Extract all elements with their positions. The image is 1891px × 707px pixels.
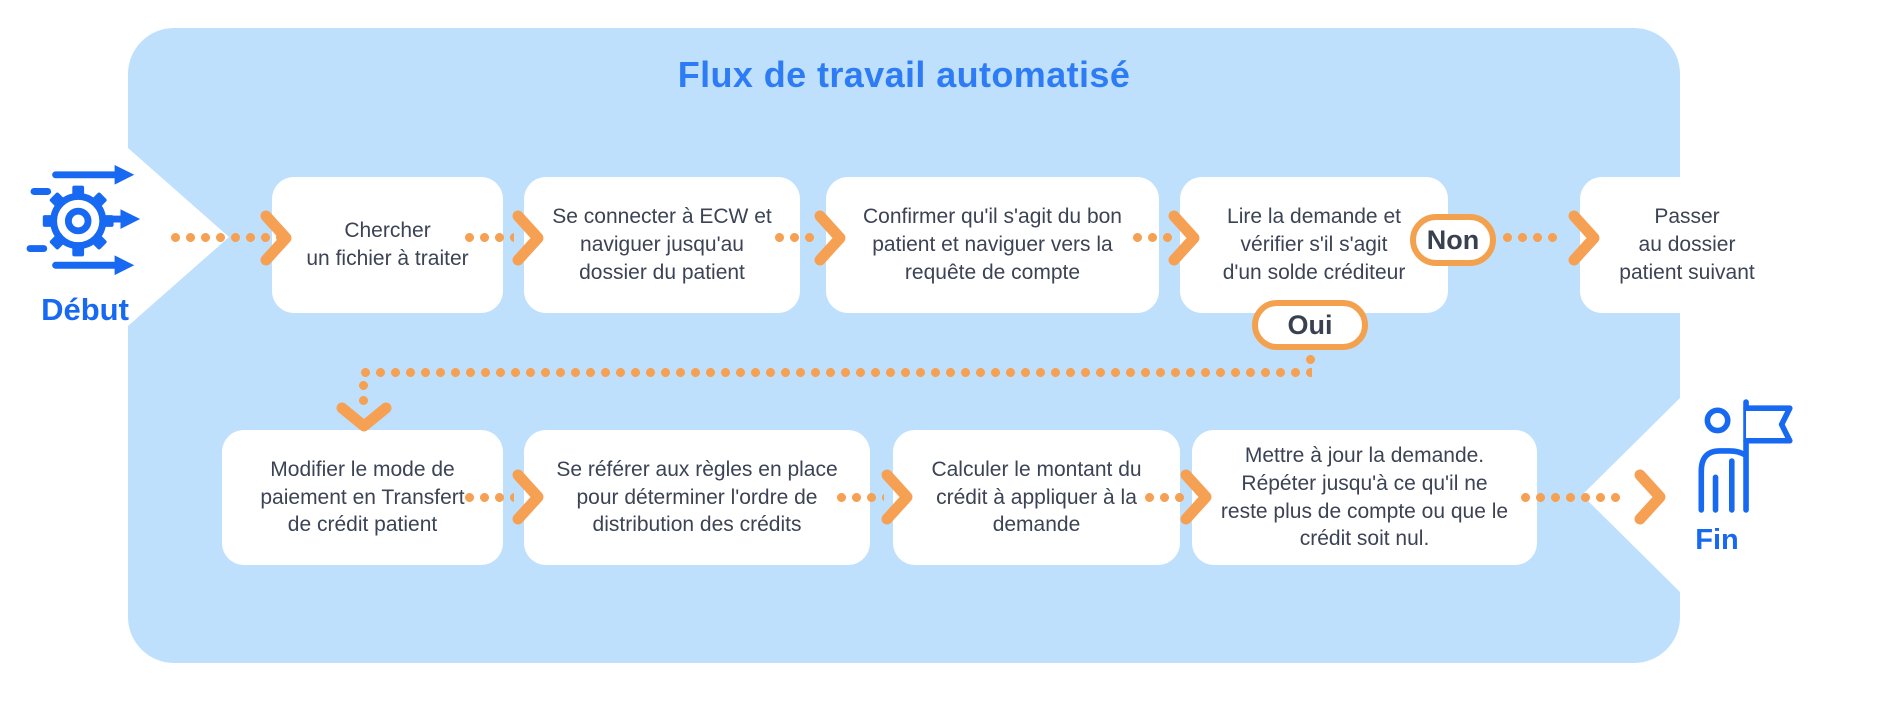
dotted-connector	[1144, 492, 1184, 503]
chevron-right-icon	[1564, 208, 1604, 268]
step-node-2: Se connecter à ECW et naviguer jusqu'au …	[524, 177, 800, 313]
dotted-connector	[1520, 492, 1623, 503]
finish-flag-icon	[1688, 396, 1800, 521]
step-node-6: Se référer aux règles en place pour déte…	[524, 430, 870, 565]
dotted-connector	[1502, 232, 1562, 243]
step-node-7: Calculer le montant du crédit à applique…	[893, 430, 1180, 565]
chevron-right-icon	[508, 208, 548, 268]
dotted-connector	[1132, 232, 1172, 243]
chevron-right-icon	[877, 467, 917, 527]
diagram-title: Flux de travail automatisé	[677, 54, 1131, 95]
dotted-connector	[358, 380, 369, 406]
step-node-1: Chercher un fichier à traiter	[272, 177, 503, 313]
dotted-connector	[774, 232, 814, 243]
chevron-right-icon	[1164, 208, 1204, 268]
chevron-right-icon	[256, 208, 296, 268]
chevron-right-icon	[508, 467, 548, 527]
dotted-connector	[464, 232, 514, 243]
chevron-right-icon	[1630, 467, 1670, 527]
decision-badge-yes: Oui	[1252, 300, 1368, 350]
dotted-connector	[1305, 354, 1316, 370]
step-node-8: Mettre à jour la demande. Répéter jusqu'…	[1192, 430, 1537, 565]
step-node-3: Confirmer qu'il s'agit du bon patient et…	[826, 177, 1159, 313]
start-label: Début	[41, 292, 129, 327]
dotted-connector	[170, 232, 280, 243]
chevron-right-icon	[1176, 467, 1216, 527]
process-gear-icon	[26, 162, 154, 285]
end-label: Fin	[1695, 524, 1739, 556]
dotted-connector	[360, 367, 1312, 378]
decision-badge-no: Non	[1410, 214, 1496, 266]
step-node-5: Modifier le mode de paiement en Transfer…	[222, 430, 503, 565]
dotted-connector	[464, 492, 514, 503]
chevron-right-icon	[810, 208, 850, 268]
dotted-connector	[836, 492, 884, 503]
exit-step-node: Passer au dossier patient suivant	[1580, 177, 1794, 313]
workflow-panel	[128, 28, 1680, 663]
chevron-down-icon	[334, 400, 394, 436]
step-node-4: Lire la demande et vérifier s'il s'agit …	[1180, 177, 1448, 313]
